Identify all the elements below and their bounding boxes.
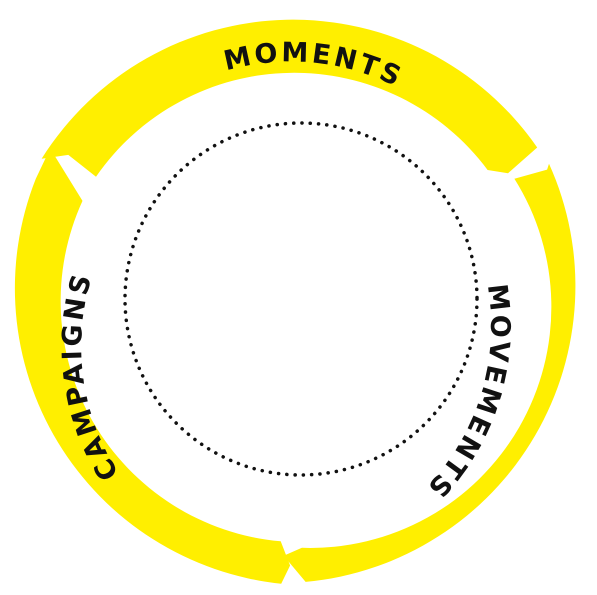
ring-segment-campaigns [14, 148, 291, 584]
center-circle [123, 121, 479, 477]
ring-segment-movements [283, 163, 576, 582]
ring-segment-moments [41, 19, 538, 177]
